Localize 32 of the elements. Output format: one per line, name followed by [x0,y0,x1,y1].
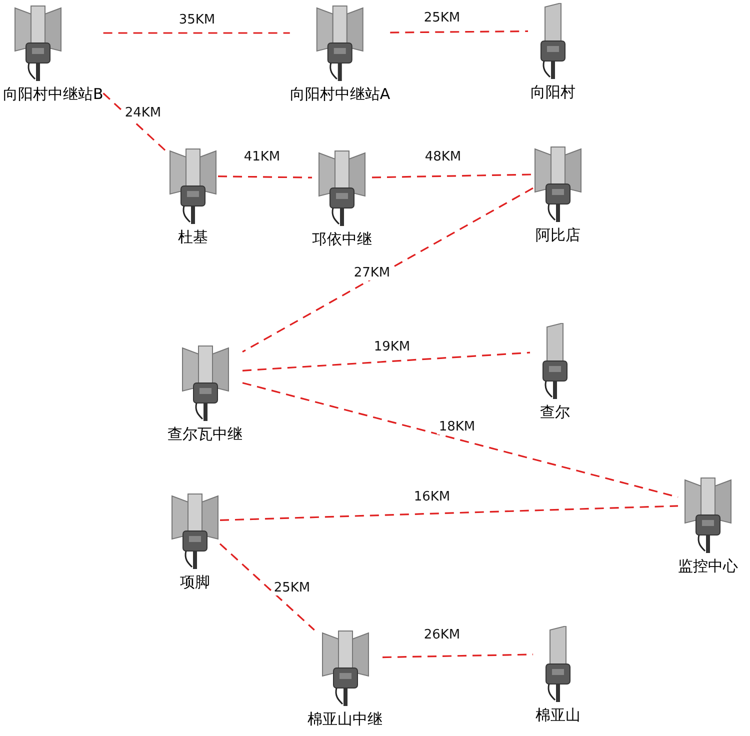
relay-station [312,150,372,248]
relay-station [308,630,382,728]
station-label: 阿比店 [536,226,580,244]
relay-station [168,148,218,246]
station-label: 向阳村中继站A [290,85,390,103]
dashed-link-line [242,382,678,498]
station-label: 向阳村 [530,83,576,101]
station-label: 杜基 [178,228,208,246]
dashed-link-line [220,505,678,522]
dashed-link-line [103,32,290,34]
station-label: 查尔瓦中继 [168,425,242,443]
station-label: 监控中心 [678,557,738,575]
dashed-link-line [219,543,315,631]
station-label: 棉亚山 [536,706,580,724]
station-label: 邛依中继 [312,230,372,248]
relay-station [290,5,390,103]
station-label: 棉亚山中继 [308,710,382,728]
dashed-link-line [218,176,312,178]
station-label: 项脚 [180,573,210,591]
relay-station [170,493,220,591]
relay-station [3,5,104,103]
relay-station [533,146,583,244]
station-label: 向阳村中继站B [3,85,104,103]
dashed-link-line [390,30,528,34]
relay-station [168,345,242,443]
dashed-link-line [382,654,534,658]
station-label: 查尔 [540,403,570,421]
dashed-link-line [242,352,530,372]
dashed-link-line [372,174,534,178]
edge-label: 27KM [352,266,392,280]
relay-station [678,477,738,575]
dashed-link-line [242,187,534,353]
